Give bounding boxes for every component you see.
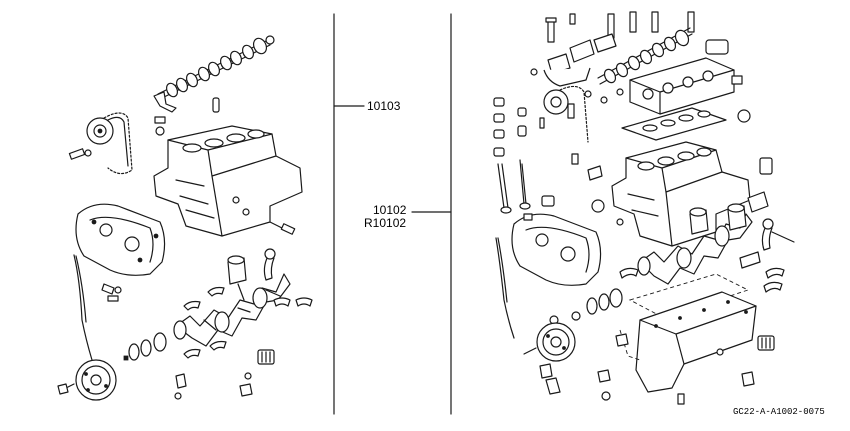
oil-pan-gasket [628, 273, 750, 319]
left-assembly [57, 35, 313, 401]
bolts-group-bottom [174, 372, 253, 400]
oil-pan [635, 291, 757, 393]
cylinder-block [153, 125, 303, 237]
oil-seal [153, 332, 167, 352]
chain-guide-pin [212, 97, 220, 113]
thrust-washer [140, 339, 152, 357]
callout-leaders [333, 13, 452, 415]
bearing-shell [183, 348, 201, 359]
timing-cover-right [511, 195, 605, 286]
bearing-shell [763, 281, 783, 293]
bearing-shell [619, 267, 639, 279]
oil-dipstick [73, 254, 93, 361]
thrust-washer [586, 297, 598, 315]
crankshaft-right [637, 213, 753, 285]
right-assembly [493, 11, 795, 405]
timing-cover [75, 203, 166, 276]
bearing-shell [295, 297, 313, 307]
piston-left [227, 255, 247, 301]
bearing-shell [765, 267, 785, 279]
cam-bearing-caps [530, 33, 624, 104]
thermostat-housing [737, 109, 751, 123]
timing-sprocket-chain [68, 112, 133, 175]
chain-tensioner-bracket [153, 91, 177, 113]
piston-right [689, 203, 795, 251]
small-bracket [587, 165, 603, 181]
small-bracket [154, 116, 166, 124]
thrust-washer [128, 343, 140, 361]
rod-cap-set-right [757, 335, 775, 351]
bearing-shell [209, 340, 227, 351]
part-number-10103: 10103 [367, 99, 401, 113]
head-gasket [621, 107, 727, 141]
small-bracket [739, 251, 761, 269]
bearing-shell [273, 297, 291, 307]
small-washer [616, 218, 624, 226]
part-number-r10102: R10102 [364, 216, 406, 230]
timing-sprocket-right [543, 85, 589, 143]
valve-train [493, 97, 579, 214]
bearing-shell [207, 286, 225, 297]
head-bolts [545, 11, 695, 43]
drawing-code: GC22-A-A1002-0075 [733, 407, 825, 417]
crank-pulley-right [523, 322, 576, 362]
crankshaft [173, 273, 291, 347]
cylinder-head [629, 39, 743, 115]
rod-cap-set [257, 349, 275, 365]
bearing-shell [183, 300, 201, 311]
small-clip [523, 213, 533, 221]
oil-dipstick-right [495, 237, 515, 339]
oil-seal [609, 288, 623, 308]
thrust-washer [598, 293, 610, 311]
piston-rod-left [263, 248, 276, 281]
bolts-group-left [101, 283, 122, 302]
small-washer [155, 126, 165, 136]
camshaft-right [597, 27, 693, 85]
crank-pulley [57, 359, 117, 401]
camshaft [157, 35, 275, 100]
bolts-group-right [539, 333, 755, 405]
part-number-10102: 10102 [373, 203, 407, 217]
small-washer [571, 311, 581, 321]
key [123, 355, 129, 361]
